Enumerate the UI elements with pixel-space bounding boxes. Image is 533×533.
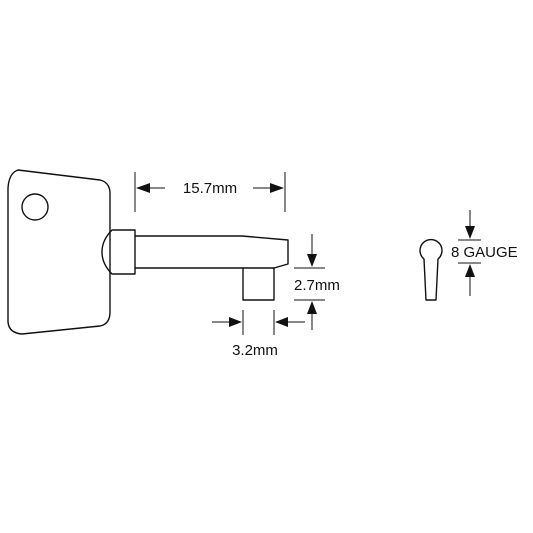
key-shaft	[134, 235, 289, 269]
bit-height-label: 2.7mm	[294, 277, 340, 294]
key-bow	[7, 169, 111, 335]
gauge-end-view: 8 GAUGE	[419, 210, 518, 301]
shaft-length-label: 15.7mm	[183, 180, 237, 197]
gauge-label: 8 GAUGE	[451, 244, 518, 261]
shaft-length-dimension: 15.7mm	[134, 172, 286, 212]
bit-width-label: 3.2mm	[232, 342, 278, 359]
gauge-profile	[419, 238, 443, 301]
key-ring-hole	[21, 193, 49, 221]
key-collar	[101, 229, 136, 275]
bit-height-dimension: 2.7mm	[294, 234, 340, 330]
key-bit	[242, 267, 275, 301]
bit-width-dimension: 3.2mm	[212, 310, 305, 359]
